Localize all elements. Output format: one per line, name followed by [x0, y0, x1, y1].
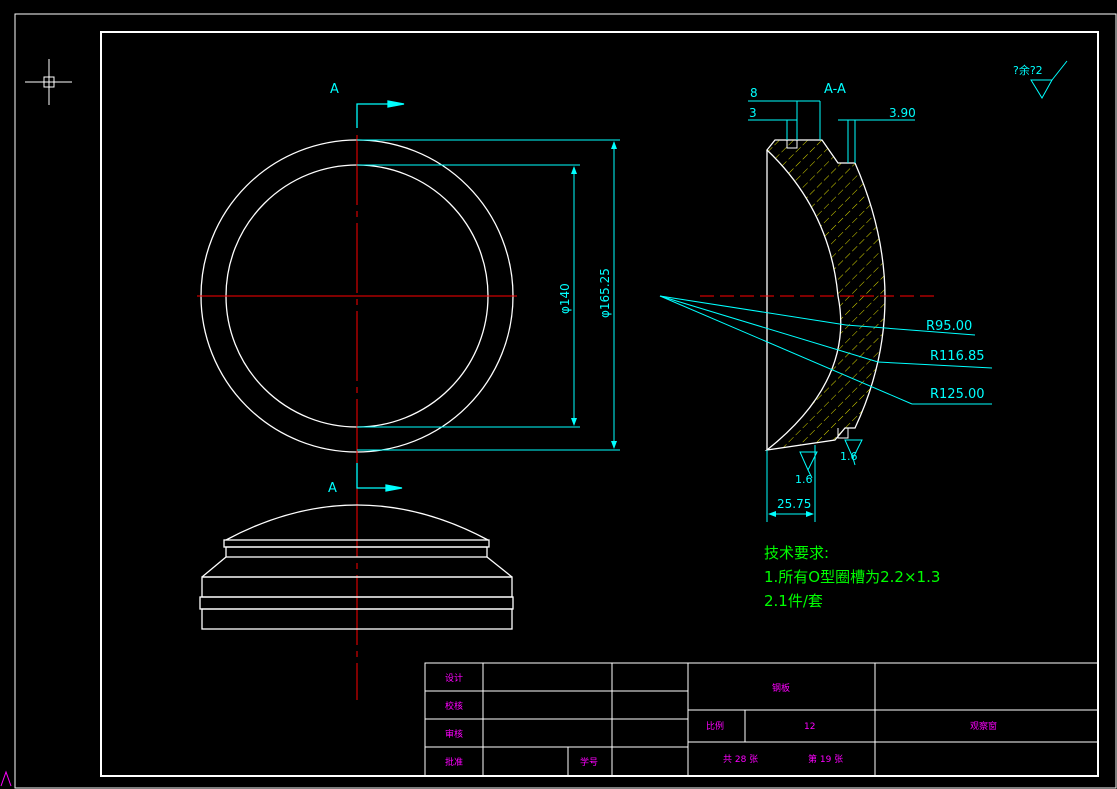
groove-top [786, 140, 798, 149]
dim-outer-diameter [357, 139, 620, 451]
tb-sheet-index: 第 19 张 [808, 753, 843, 765]
dim-top [748, 100, 915, 163]
tb-approve-label: 批准 [445, 756, 463, 768]
roughness-symbol-right [844, 439, 863, 466]
section-view: A-A 8 3 3.90 R95.00 R116.85 R125.00 [659, 82, 993, 522]
dim-inner-diameter [357, 164, 580, 428]
radius-leaders [659, 295, 993, 405]
dim-right-offset: 3.90 [889, 106, 916, 120]
dim-bottom [766, 445, 816, 522]
groove-bottom [837, 428, 849, 439]
tb-scale-label: 比例 [706, 720, 724, 732]
tech-requirements: 技术要求: 1.所有O型圈槽为2.2×1.3 2.1件/套 [764, 544, 940, 610]
tb-check-label: 校核 [445, 700, 463, 712]
dim-r-large: R125.00 [930, 387, 985, 402]
section-label-bottom: A [328, 481, 337, 496]
roughness-symbol-left [799, 451, 818, 479]
tb-drawing-name: 观察窗 [970, 720, 997, 732]
top-view: A A φ140 φ165.25 [197, 82, 620, 700]
title-block [424, 662, 1099, 777]
section-arrow-bottom [356, 463, 403, 492]
dim-bottom-width: 25.75 [777, 497, 811, 511]
dim-top-offset: 3 [749, 106, 757, 120]
title-block-text: 设计 校核 审核 批准 学号 钢板 比例 12 观察窗 共 28 张 第 19 … [445, 672, 997, 768]
section-hatched-body [764, 139, 886, 451]
front-view [199, 504, 514, 630]
tech-req-line1: 1.所有O型圈槽为2.2×1.3 [764, 568, 940, 586]
roughness-right-value: 1.6 [840, 450, 858, 463]
tb-mark-label: 学号 [580, 756, 598, 768]
roughness-general-mark [1030, 60, 1068, 99]
dim-inner-diameter-text: φ140 [558, 283, 572, 314]
section-label-top: A [330, 82, 339, 97]
crosshair-cursor-icon [25, 59, 72, 105]
tb-design-label: 设计 [445, 672, 463, 684]
paper-border [14, 13, 1117, 789]
dim-top-width: 8 [750, 86, 758, 100]
tb-part-name: 钢板 [772, 682, 790, 694]
tech-req-title: 技术要求: [764, 544, 829, 562]
dim-outer-diameter-text: φ165.25 [598, 268, 612, 318]
tb-review-label: 审核 [445, 728, 463, 740]
ucs-arrow-icon [0, 770, 12, 787]
tech-req-line2: 2.1件/套 [764, 592, 823, 610]
roughness-general-text: ?余?2 [1013, 63, 1043, 77]
section-title: A-A [824, 82, 846, 97]
tb-scale-value: 12 [804, 722, 815, 732]
tb-sheet-total: 共 28 张 [723, 754, 758, 765]
roughness-left-value: 1.6 [795, 473, 813, 486]
dim-r-small: R95.00 [926, 319, 972, 334]
dim-r-mid: R116.85 [930, 349, 985, 364]
section-arrow-top [356, 100, 405, 128]
